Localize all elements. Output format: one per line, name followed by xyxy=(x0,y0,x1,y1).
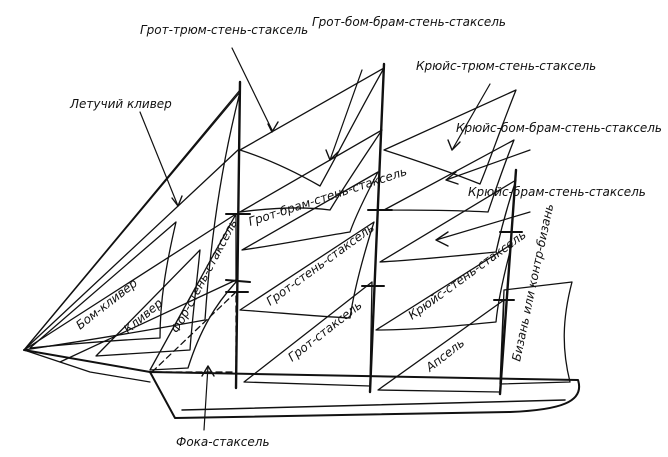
kruis-bram-sail xyxy=(379,179,517,263)
grot-sten-sail xyxy=(239,221,375,319)
label-kruis-trum: Крюйс-трюм-стень-стаксель xyxy=(416,59,596,73)
pointer-arrows xyxy=(139,47,531,431)
kruis-trum-sail xyxy=(383,89,517,185)
kliver-sail xyxy=(95,249,201,357)
label-grot-sten: Грот-стень-стаксель xyxy=(264,221,377,309)
grot-trum-sail xyxy=(239,67,385,187)
label-grot-bram: Грот-брам-стень-стаксель xyxy=(247,164,409,229)
bizan-sail xyxy=(499,281,573,385)
flying-jib-sail xyxy=(23,91,241,351)
masts xyxy=(225,62,523,396)
label-kruis-sten: Крюйс-стень-стаксель xyxy=(406,228,529,323)
label-kruis-bram: Крюйс-брам-стень-стаксель xyxy=(468,185,646,199)
grot-bram-sail xyxy=(241,171,379,251)
label-kruis-bom-bram: Крюйс-бом-брам-стень-стаксель xyxy=(456,121,662,135)
hull xyxy=(149,371,581,419)
bowsprit xyxy=(23,349,151,383)
kruis-sten-sail xyxy=(375,243,513,331)
label-foka-staksel: Фока-стаксель xyxy=(176,435,270,449)
label-grot-trum: Грот-трюм-стень-стаксель xyxy=(140,23,308,37)
label-grot-bom-bram: Грот-бом-брам-стень-стаксель xyxy=(312,15,506,29)
grot-staksel-sail xyxy=(243,281,373,387)
grot-bom-bram-sail xyxy=(239,129,383,213)
label-bizan: Бизань или контр-бизань xyxy=(509,202,556,362)
kruis-bom-bram-sail xyxy=(383,139,515,213)
label-grot-staksel: Грот-стаксель xyxy=(285,298,364,364)
label-letuchiy-kliver: Летучий кливер xyxy=(69,97,172,111)
foka-staksel-sail xyxy=(151,291,237,373)
bom-kliver-sail xyxy=(29,221,177,349)
